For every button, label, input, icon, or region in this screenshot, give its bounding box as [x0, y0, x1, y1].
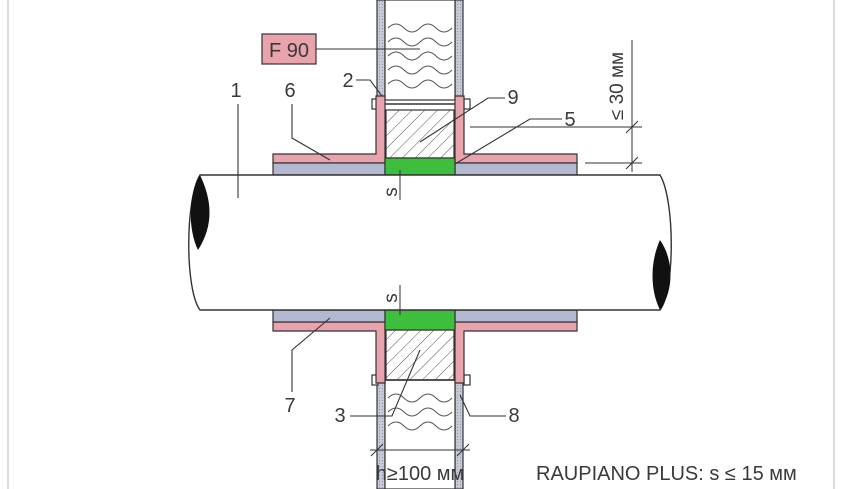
sleeve-top-left: [272, 162, 386, 176]
raupiano-note: RAUPIANO PLUS: s ≤ 15 мм: [536, 463, 797, 485]
mineral-wool-insulation-bottom: [387, 393, 453, 431]
gap-label-top: s: [381, 187, 402, 197]
callout-1: 1: [230, 80, 241, 102]
leader-9: [419, 97, 505, 143]
wall-upper: [376, 0, 464, 101]
hatched-filler-top: [385, 109, 455, 159]
sleeve-bottom-left: [272, 309, 386, 323]
leader-7: [291, 317, 331, 392]
callout-8: 8: [508, 405, 519, 427]
callout-2: 2: [342, 70, 353, 92]
pipe-break-right: [652, 240, 671, 310]
collar-offset-label: ≤ 30 мм: [607, 52, 628, 120]
seal-top: [384, 157, 456, 176]
callout-6: 6: [284, 80, 295, 102]
leader-5: [454, 118, 562, 165]
callout-7: 7: [284, 395, 295, 417]
mineral-wool-insulation-top: [387, 23, 453, 89]
dim-wall-thickness: [370, 430, 470, 462]
callout-9: 9: [507, 87, 518, 109]
pipe: [188, 174, 672, 311]
seal-bottom: [384, 309, 456, 331]
pipe-break-left: [190, 175, 210, 250]
sleeve-top-right: [454, 162, 578, 176]
gap-label-bottom: s: [381, 293, 402, 303]
dim-gap-bottom: [394, 285, 406, 315]
callout-3: 3: [334, 405, 345, 427]
dim-collar-offset: [470, 40, 642, 172]
wall-thickness-label: h≥100 мм: [376, 463, 465, 485]
leader-8: [459, 394, 506, 417]
leader-3: [350, 349, 421, 417]
sleeve-bottom-right: [454, 309, 578, 323]
fire-rating-box: [261, 33, 317, 65]
fire-rating-label: F 90: [269, 40, 309, 62]
leader-2: [356, 79, 383, 97]
hatched-filler-bottom: [385, 329, 455, 381]
callout-5: 5: [564, 109, 575, 131]
leader-6: [291, 104, 331, 161]
dim-gap-top: [394, 157, 406, 200]
